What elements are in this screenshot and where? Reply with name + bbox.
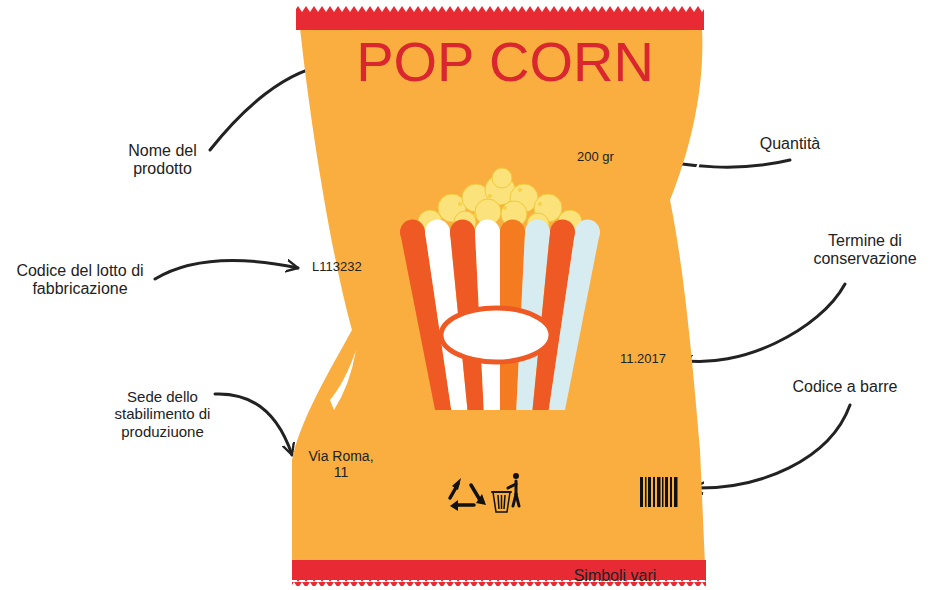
callout-label: Termine di conservazione [800,232,930,269]
callout-label: Simboli vari [560,567,670,585]
callout-label: Codice a barre [780,378,910,396]
snack-bag: POP CORN 200 gr L113232 11.2017Via Roma, 11 [290,0,710,590]
lot-code: L113232 [312,260,362,275]
expiry-date: 11.2017 [620,352,666,367]
leader-arrow [680,284,845,362]
callout-label: Quantità [740,135,840,153]
address-text: Via Roma, 11 [302,448,380,480]
callout-label: Nome del prodotto [105,142,220,179]
leader-arrow [692,405,850,488]
callout-label: Codice del lotto di fabbricazione [10,262,150,299]
product-name: POP CORN [356,30,654,94]
quantity-text: 200 gr [577,150,614,165]
leader-arrow [215,394,292,455]
leader-arrow [155,261,298,279]
callout-label: Sede dello stabilimento di produziuone [105,388,220,440]
